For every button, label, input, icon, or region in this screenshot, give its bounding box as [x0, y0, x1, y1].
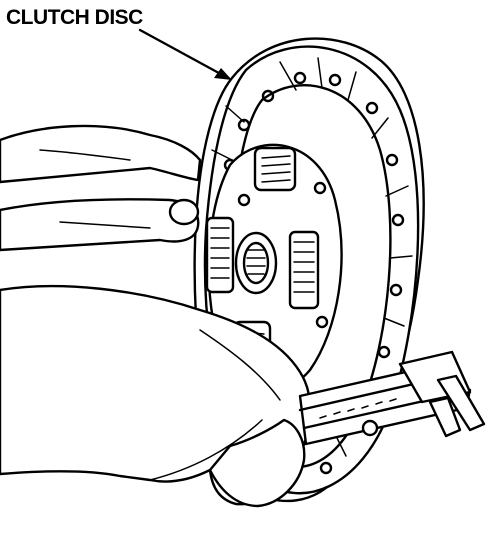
splined-hub: [234, 231, 278, 295]
leader-arrow: [138, 28, 232, 80]
upper-hand: [0, 124, 202, 252]
lower-hand: [0, 284, 312, 508]
vernier-caliper: [298, 350, 486, 446]
facing-slots: [211, 57, 413, 457]
clutch-disc-label: CLUTCH DISC: [6, 6, 143, 29]
